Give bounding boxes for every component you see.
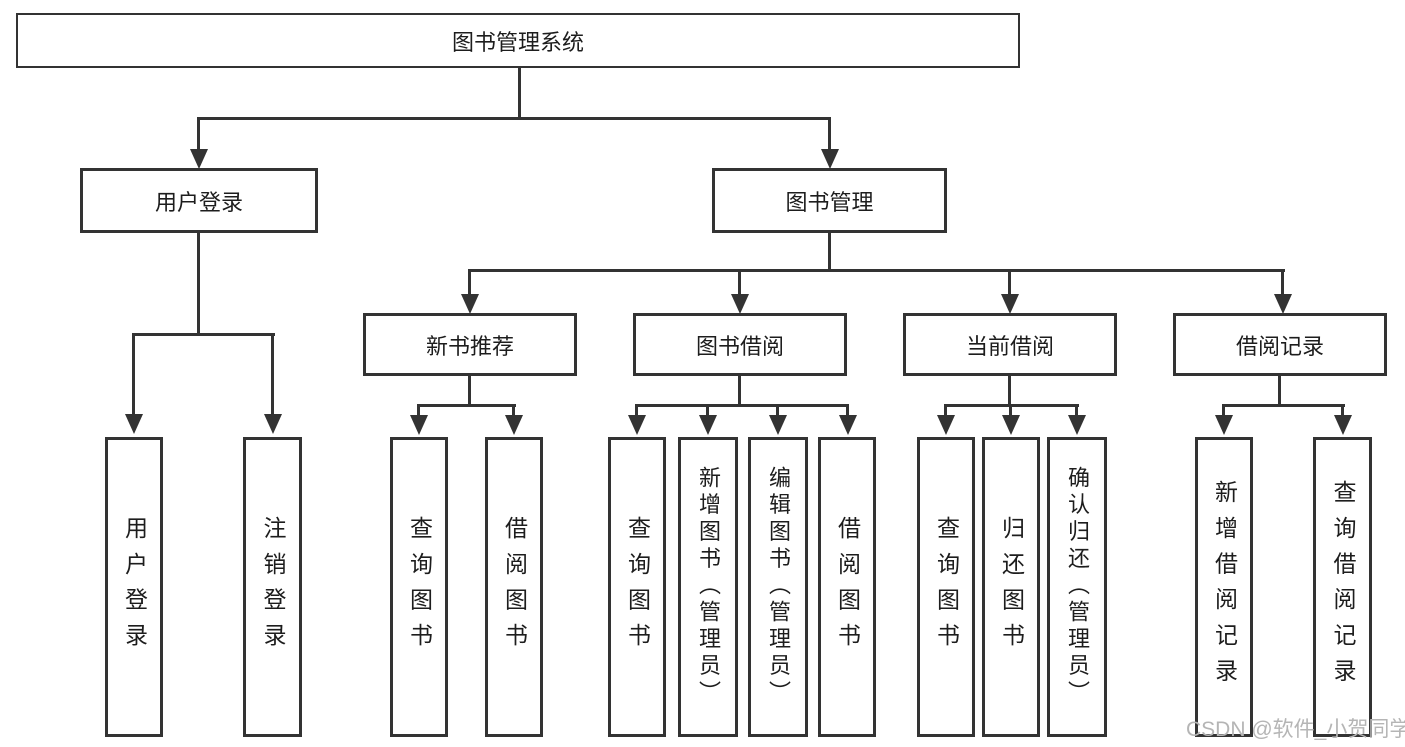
connector-line [1278, 376, 1281, 406]
arrow-down-icon [461, 294, 479, 314]
node-label: 图书借阅 [695, 333, 784, 359]
connector-line [738, 376, 741, 406]
arrow-down-icon [190, 149, 208, 169]
leaf-label: 查询借阅记录 [1330, 480, 1356, 694]
arrow-down-icon [1215, 415, 1233, 435]
leaf-label: 用户登录 [121, 515, 148, 659]
connector-line [1281, 269, 1284, 297]
arrow-down-icon [264, 414, 282, 434]
connector-line [468, 269, 471, 297]
node-user-login: 用户登录 [80, 168, 318, 233]
leaf-label: 新增借阅记录 [1211, 480, 1238, 694]
connector-line [417, 404, 516, 407]
node-label: 借阅记录 [1235, 333, 1324, 359]
leaf-query-borrow-record: 查询借阅记录 [1313, 437, 1372, 737]
connector-line [635, 404, 638, 418]
connector-line [1222, 404, 1225, 418]
leaf-label: 查询图书 [624, 515, 651, 659]
node-library-management-system: 图书管理系统 [16, 13, 1020, 68]
arrow-down-icon [839, 415, 857, 435]
leaf-label: 借阅图书 [834, 515, 861, 659]
node-borrowing-records: 借阅记录 [1173, 313, 1387, 376]
arrow-down-icon [731, 294, 749, 314]
csdn-watermark: CSDN @软件_小贺同学 [1186, 718, 1405, 741]
connector-line [1075, 404, 1078, 418]
connector-line [1009, 404, 1012, 418]
arrow-down-icon [1001, 294, 1019, 314]
arrow-down-icon [628, 415, 646, 435]
connector-line [512, 404, 515, 418]
connector-line [132, 333, 135, 417]
connector-line [271, 333, 274, 417]
node-book-borrowing: 图书借阅 [633, 313, 847, 376]
leaf-label: 编辑图书（管理员） [766, 466, 791, 708]
connector-line [846, 404, 849, 418]
leaf-add-book-admin: 新增图书（管理员） [678, 437, 738, 737]
leaf-label: 借阅图书 [501, 515, 528, 659]
node-label: 图书管理系统 [451, 29, 584, 55]
connector-line [518, 68, 521, 119]
leaf-borrow-books-recommend: 借阅图书 [485, 437, 543, 737]
arrow-down-icon [410, 415, 428, 435]
connector-line [1222, 404, 1345, 407]
connector-line [776, 404, 779, 418]
arrow-down-icon [821, 149, 839, 169]
arrow-down-icon [699, 415, 717, 435]
arrow-down-icon [505, 415, 523, 435]
leaf-label: 归还图书 [998, 515, 1025, 659]
arrow-down-icon [1274, 294, 1292, 314]
connector-line [1341, 404, 1344, 418]
leaf-query-books-recommend: 查询图书 [390, 437, 448, 737]
leaf-add-borrow-record: 新增借阅记录 [1195, 437, 1253, 737]
node-book-management: 图书管理 [712, 168, 947, 233]
connector-line [468, 269, 1285, 272]
leaf-label: 查询图书 [406, 515, 433, 659]
connector-line [635, 404, 849, 407]
connector-line [828, 233, 831, 272]
leaf-label: 新增图书（管理员） [696, 466, 721, 708]
connector-line [132, 333, 275, 336]
node-new-book-recommendation: 新书推荐 [363, 313, 577, 376]
arrow-down-icon [769, 415, 787, 435]
leaf-user-login: 用户登录 [105, 437, 163, 737]
node-current-borrowing: 当前借阅 [903, 313, 1117, 376]
connector-line [706, 404, 709, 418]
connector-line [197, 233, 200, 336]
leaf-label: 查询图书 [933, 515, 960, 659]
arrow-down-icon [1068, 415, 1086, 435]
leaf-label: 确认归还（管理员） [1065, 466, 1090, 708]
connector-line [944, 404, 947, 418]
leaf-return-books: 归还图书 [982, 437, 1040, 737]
leaf-borrow-books-borrowing: 借阅图书 [818, 437, 876, 737]
arrow-down-icon [1334, 415, 1352, 435]
connector-line [738, 269, 741, 297]
node-label: 用户登录 [154, 189, 243, 215]
connector-line [197, 117, 831, 120]
connector-line [1008, 269, 1011, 297]
arrow-down-icon [937, 415, 955, 435]
connector-line [197, 117, 200, 153]
leaf-logout: 注销登录 [243, 437, 302, 737]
connector-line [828, 117, 831, 153]
arrow-down-icon [125, 414, 143, 434]
node-label: 当前借阅 [965, 333, 1054, 359]
connector-line [1008, 376, 1011, 406]
leaf-label: 注销登录 [260, 515, 286, 659]
leaf-query-books-borrowing: 查询图书 [608, 437, 666, 737]
node-label: 图书管理 [785, 189, 874, 215]
leaf-query-books-current: 查询图书 [917, 437, 975, 737]
connector-line [417, 404, 420, 418]
arrow-down-icon [1002, 415, 1020, 435]
leaf-edit-book-admin: 编辑图书（管理员） [748, 437, 808, 737]
connector-line [468, 376, 471, 406]
leaf-confirm-return-admin: 确认归还（管理员） [1047, 437, 1107, 737]
node-label: 新书推荐 [425, 333, 514, 359]
